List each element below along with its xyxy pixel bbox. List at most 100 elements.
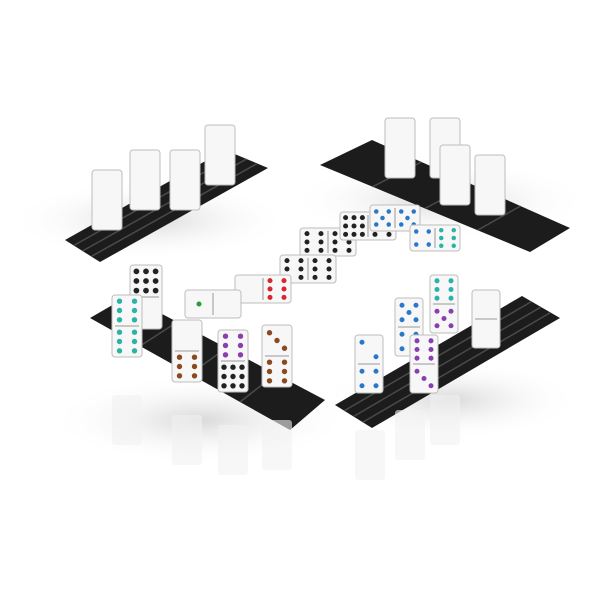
pip [191,373,198,379]
pip [448,286,454,293]
pip [399,209,404,214]
domino-back [129,149,161,211]
pip [346,247,352,253]
pip [434,295,440,301]
pip [116,317,123,323]
pip [351,223,357,229]
pip [191,354,198,360]
domino-reflection [355,430,385,480]
pip [343,231,349,237]
pip [116,338,123,345]
pip [133,278,140,284]
pip [406,309,412,316]
pip [304,239,310,245]
pip [414,368,420,374]
pip [413,302,419,308]
pip [448,308,454,314]
pip [284,258,290,264]
pip [343,215,349,221]
pip [230,383,236,389]
pip [399,222,404,227]
pip [426,242,431,247]
pip [116,307,123,314]
pip [399,331,405,337]
pip [237,333,244,339]
pip [281,359,288,365]
pip [332,231,338,237]
domino-back [204,124,236,186]
pip [176,363,183,370]
pip [131,298,138,304]
pip [267,278,273,284]
pip [196,301,202,307]
pip [434,278,440,284]
pip [230,373,236,380]
pip [143,268,149,275]
pip [221,383,227,389]
pip [428,355,434,361]
pip [304,231,310,237]
pip [451,227,456,233]
pip [131,317,138,323]
pip [386,209,391,214]
pip [281,286,287,292]
rack-ridge [139,321,178,347]
pip [266,330,273,336]
pip [237,342,244,349]
pip [239,364,245,370]
pip [426,229,431,234]
domino-reflection [262,420,292,470]
rack-ridge [353,306,542,418]
pip [176,373,183,379]
pip [448,295,454,301]
pip [448,323,454,329]
pip [176,354,183,360]
pip [133,268,140,275]
pip [131,329,138,335]
pip [439,243,444,249]
pip [374,222,379,227]
pip [439,235,444,241]
pip [386,222,391,227]
pip [405,215,410,221]
pip [116,298,123,304]
pip [441,315,447,322]
pip [359,223,365,229]
pip [399,346,405,352]
pip [318,231,324,237]
pip [351,215,357,221]
pip [237,352,244,358]
pip [439,227,444,233]
pip [221,373,227,380]
pip [414,229,419,234]
pip [373,368,379,374]
pip [326,274,332,280]
pip [359,339,365,345]
pip [359,231,365,237]
pip [222,352,229,358]
pip [326,258,332,264]
domino-reflection [172,415,202,465]
pip [343,223,349,229]
pip [267,294,273,300]
pip [428,383,434,389]
pip [284,266,290,272]
rack-ridge [477,205,521,231]
pip [304,247,310,253]
pip [399,302,405,308]
domino-reflection [430,395,460,445]
pip [312,274,318,280]
pip [351,231,357,237]
pip [281,345,288,351]
pip [414,338,420,344]
domino-back [91,169,123,231]
pip [359,383,365,389]
pip [298,258,304,264]
pip [374,209,379,214]
pip [421,375,427,382]
pip [312,266,318,272]
pip [131,338,138,345]
pip [239,383,245,389]
